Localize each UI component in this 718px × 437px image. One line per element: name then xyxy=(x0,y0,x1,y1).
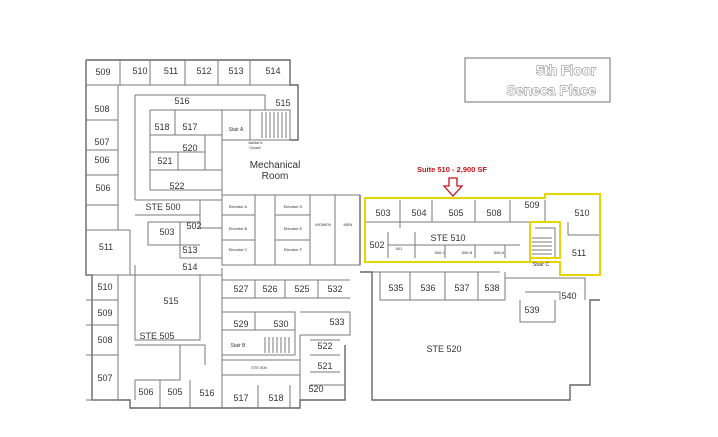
stair-a-hatch xyxy=(261,112,287,138)
room-label: 521 xyxy=(317,361,332,371)
room-label: 521 xyxy=(157,156,172,166)
title-floor: 5th Floor xyxy=(536,62,596,78)
suite-510-outline xyxy=(364,193,601,276)
room-label: STE 500 xyxy=(145,202,180,212)
room-label: 526 xyxy=(262,284,277,294)
room-label: 510 xyxy=(132,66,147,76)
room-label: 508 xyxy=(94,104,109,114)
elevator-label: Elevator D xyxy=(284,204,303,209)
room-label: STE 505 xyxy=(251,365,267,370)
room-label: 538 xyxy=(484,283,499,293)
room-label: 518 xyxy=(154,122,169,132)
janitor-label: Janitor's xyxy=(248,140,263,145)
room-label: 511 xyxy=(164,66,178,76)
room-label: 506 xyxy=(138,387,153,397)
room-label: 513 xyxy=(182,245,197,255)
room-label: 506 xyxy=(94,155,109,165)
room-label: 503 xyxy=(159,227,174,237)
stair-b-hatch xyxy=(264,337,290,353)
title-building: Seneca Place xyxy=(506,82,596,98)
room-label: 513 xyxy=(228,66,243,76)
stair-c-label: Stair C xyxy=(533,262,550,268)
room-label: 520 xyxy=(308,384,323,394)
elevator-label: Elevator C xyxy=(229,247,248,252)
room-label: 533 xyxy=(329,317,344,327)
down-arrow-icon xyxy=(442,177,464,197)
room-label: 506 xyxy=(95,183,110,193)
room-label: 536 xyxy=(420,283,435,293)
suite-callout: Suite 510 - 2,900 SF xyxy=(417,165,487,197)
room-label: STE 505 xyxy=(139,331,174,341)
room-label: 516 xyxy=(174,96,189,106)
room-label: 517 xyxy=(233,393,248,403)
mechanical-label: Room xyxy=(262,171,289,182)
room-label: 530 xyxy=(273,319,288,329)
room-label: 520 xyxy=(182,143,197,153)
room-label: 515 xyxy=(275,98,290,108)
restroom-label: WOMEN xyxy=(315,222,331,227)
room-label: 511 xyxy=(99,242,113,252)
elevator-label: Elevator A xyxy=(229,204,248,209)
room-labels: 509 510 511 512 513 514 508 516 515 518 … xyxy=(94,66,589,403)
room-label: 509 xyxy=(524,200,539,210)
room-label: 512 xyxy=(196,66,211,76)
janitor-label: Closet xyxy=(249,145,261,150)
room-label: 535 xyxy=(388,283,403,293)
room-label: 540 xyxy=(561,291,576,301)
room-label: 506 B xyxy=(462,250,473,255)
room-label: 514 xyxy=(182,262,197,272)
elevator-label: Elevator F xyxy=(284,247,303,252)
room-label: 514 xyxy=(265,66,280,76)
facility-labels: Mechanical Room Stair A Stair B Stair C … xyxy=(229,127,550,370)
elevator-label: Elevator B xyxy=(229,226,248,231)
room-label: 507 xyxy=(97,373,112,383)
room-label: 516 xyxy=(199,388,214,398)
stair-b-label: Stair B xyxy=(230,343,246,349)
room-label: 518 xyxy=(268,393,283,403)
callout-text: Suite 510 - 2,900 SF xyxy=(417,165,487,174)
room-label: 527 xyxy=(233,284,248,294)
room-label: 522 xyxy=(169,181,184,191)
room-label: STE 520 xyxy=(426,344,461,354)
room-label: 504 xyxy=(411,208,426,218)
room-label: 505 xyxy=(448,208,463,218)
room-label: 506 C xyxy=(435,250,446,255)
stair-a-label: Stair A xyxy=(229,127,244,133)
room-label: STE 510 xyxy=(430,233,465,243)
left-wing-walls xyxy=(85,59,346,409)
right-wing-walls xyxy=(359,195,600,401)
mechanical-label: Mechanical xyxy=(250,160,301,171)
room-label: 515 xyxy=(163,296,178,306)
room-label: 508 xyxy=(97,335,112,345)
room-label: 509 xyxy=(97,308,112,318)
room-label: 503 xyxy=(375,208,390,218)
title-frame xyxy=(464,57,611,103)
room-label: 517 xyxy=(182,122,197,132)
restroom-label: MEN xyxy=(344,222,353,227)
suite-510 xyxy=(364,193,601,276)
room-label: 522 xyxy=(317,341,332,351)
room-label: 525 xyxy=(294,284,309,294)
room-label: 510 xyxy=(574,208,589,218)
room-label: 506 A xyxy=(494,250,505,255)
room-label: 511 xyxy=(572,248,586,258)
room-label: 502 xyxy=(186,221,201,231)
room-label: 532 xyxy=(327,284,342,294)
room-label: 502 xyxy=(369,240,384,250)
room-label: 507 xyxy=(94,137,109,147)
room-label: 529 xyxy=(233,319,248,329)
room-label: 539 xyxy=(524,305,539,315)
room-label: 505 xyxy=(167,387,182,397)
elevator-label: Elevator E xyxy=(284,226,303,231)
room-label: 537 xyxy=(454,283,469,293)
room-label: 510 xyxy=(97,282,112,292)
room-label: 509 xyxy=(95,67,110,77)
room-label: 501 xyxy=(396,246,403,251)
title-block: 5th Floor Seneca Place xyxy=(464,57,611,103)
room-label: 508 xyxy=(486,208,501,218)
